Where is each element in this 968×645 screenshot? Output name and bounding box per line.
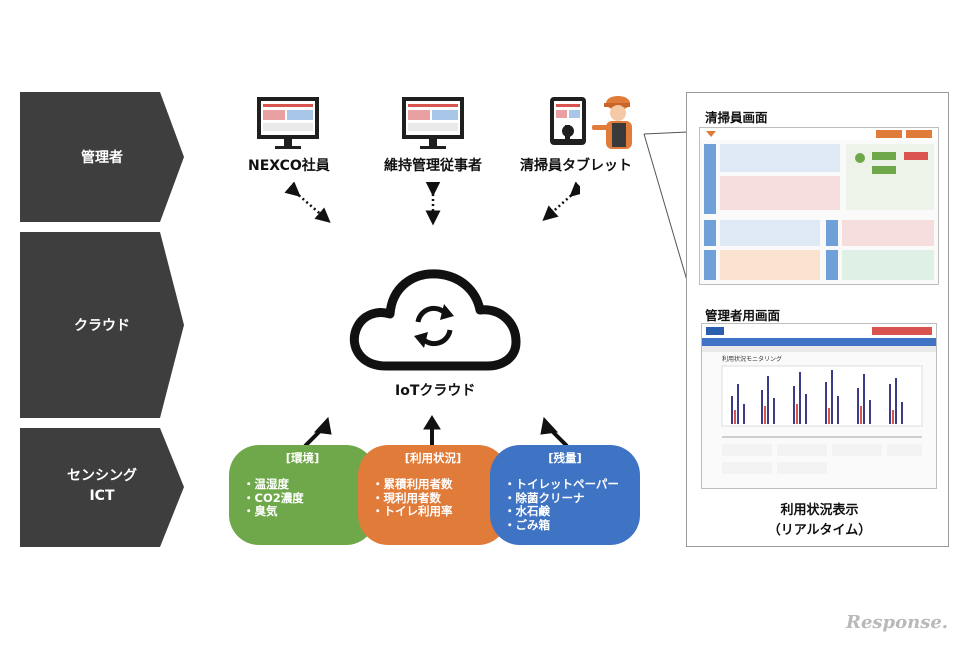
- admin-screen-header: 利用状況モニタリング: [722, 356, 783, 363]
- row-manager: 管理者: [20, 92, 184, 222]
- arrowhead-env: [313, 416, 332, 435]
- monitor-icon: [255, 95, 321, 155]
- bubble-title: [残量]: [548, 451, 582, 465]
- admin-screen-thumbnail: 利用状況モニタリング: [701, 323, 937, 489]
- row-label: クラウド: [74, 318, 130, 334]
- display-caption-line1: 利用状況表示: [780, 503, 859, 518]
- bubble-item: ・トイレットペーパー: [504, 477, 619, 491]
- bubble-usage: [利用状況] ・累積利用者数 ・現利用者数 ・トイレ利用率: [358, 445, 508, 545]
- device-label-maintenance: 維持管理従事者: [384, 158, 482, 174]
- chevron-shape: [20, 232, 184, 418]
- row-label: センシング ICT: [20, 466, 184, 507]
- cleaner-screen-title: 清掃員画面: [705, 110, 768, 125]
- upload-arrows: [303, 415, 569, 448]
- row-label-line1: センシング: [67, 468, 137, 484]
- device-label-tablet: 清掃員タブレット: [520, 158, 632, 174]
- bubble-item: ・現利用者数: [372, 490, 441, 505]
- device-label-nexco: NEXCO社員: [248, 158, 330, 174]
- monitor-icon: [400, 95, 466, 155]
- chevron-shape: [20, 428, 184, 547]
- bubble-item: ・除菌クリーナ: [504, 490, 585, 505]
- bubble-title: [利用状況]: [404, 451, 462, 465]
- connector-arrows: [284, 182, 580, 226]
- cleaner-screen-thumbnail: [699, 127, 939, 285]
- tablet-worker-icon: [548, 93, 640, 157]
- row-cloud: クラウド: [20, 232, 184, 418]
- chevron-shape: [20, 92, 184, 222]
- bubble-environment: [環境] ・温湿度 ・CO2濃度 ・臭気: [229, 445, 376, 545]
- bubble-item: ・トイレ利用率: [372, 504, 453, 518]
- row-label-line2: ICT: [89, 488, 115, 505]
- display-caption: 利用状況表示 （リアルタイム）: [747, 501, 892, 540]
- dotted-arrow-left: [284, 182, 331, 223]
- admin-screen-title: 管理者用画面: [705, 308, 781, 323]
- screens-panel: 清掃員画面 管理者用画面: [686, 92, 949, 547]
- row-sensing: センシング ICT: [20, 428, 184, 547]
- bubble-item: ・CO2濃度: [243, 490, 304, 505]
- callout-lines: [643, 131, 689, 285]
- arrowhead-usage: [423, 415, 441, 430]
- bubble-item: ・ごみ箱: [504, 517, 550, 532]
- bubble-stock: [残量] ・トイレットペーパー ・除菌クリーナ ・水石鹸 ・ごみ箱: [490, 445, 640, 545]
- bubble-item: ・累積利用者数: [372, 477, 453, 491]
- bubble-item: ・臭気: [243, 504, 278, 518]
- bubble-item: ・温湿度: [243, 477, 289, 491]
- arrowhead-stock: [540, 416, 559, 435]
- bubble-title: [環境]: [285, 451, 320, 465]
- dotted-arrow-right: [542, 182, 580, 221]
- display-caption-line2: （リアルタイム）: [767, 522, 872, 538]
- row-label: 管理者: [81, 150, 123, 166]
- cloud-sync-icon: [349, 269, 521, 371]
- bubble-item: ・水石鹸: [504, 504, 550, 518]
- cloud-label: IoTクラウド: [395, 383, 476, 399]
- response-logo: Response.: [846, 612, 949, 633]
